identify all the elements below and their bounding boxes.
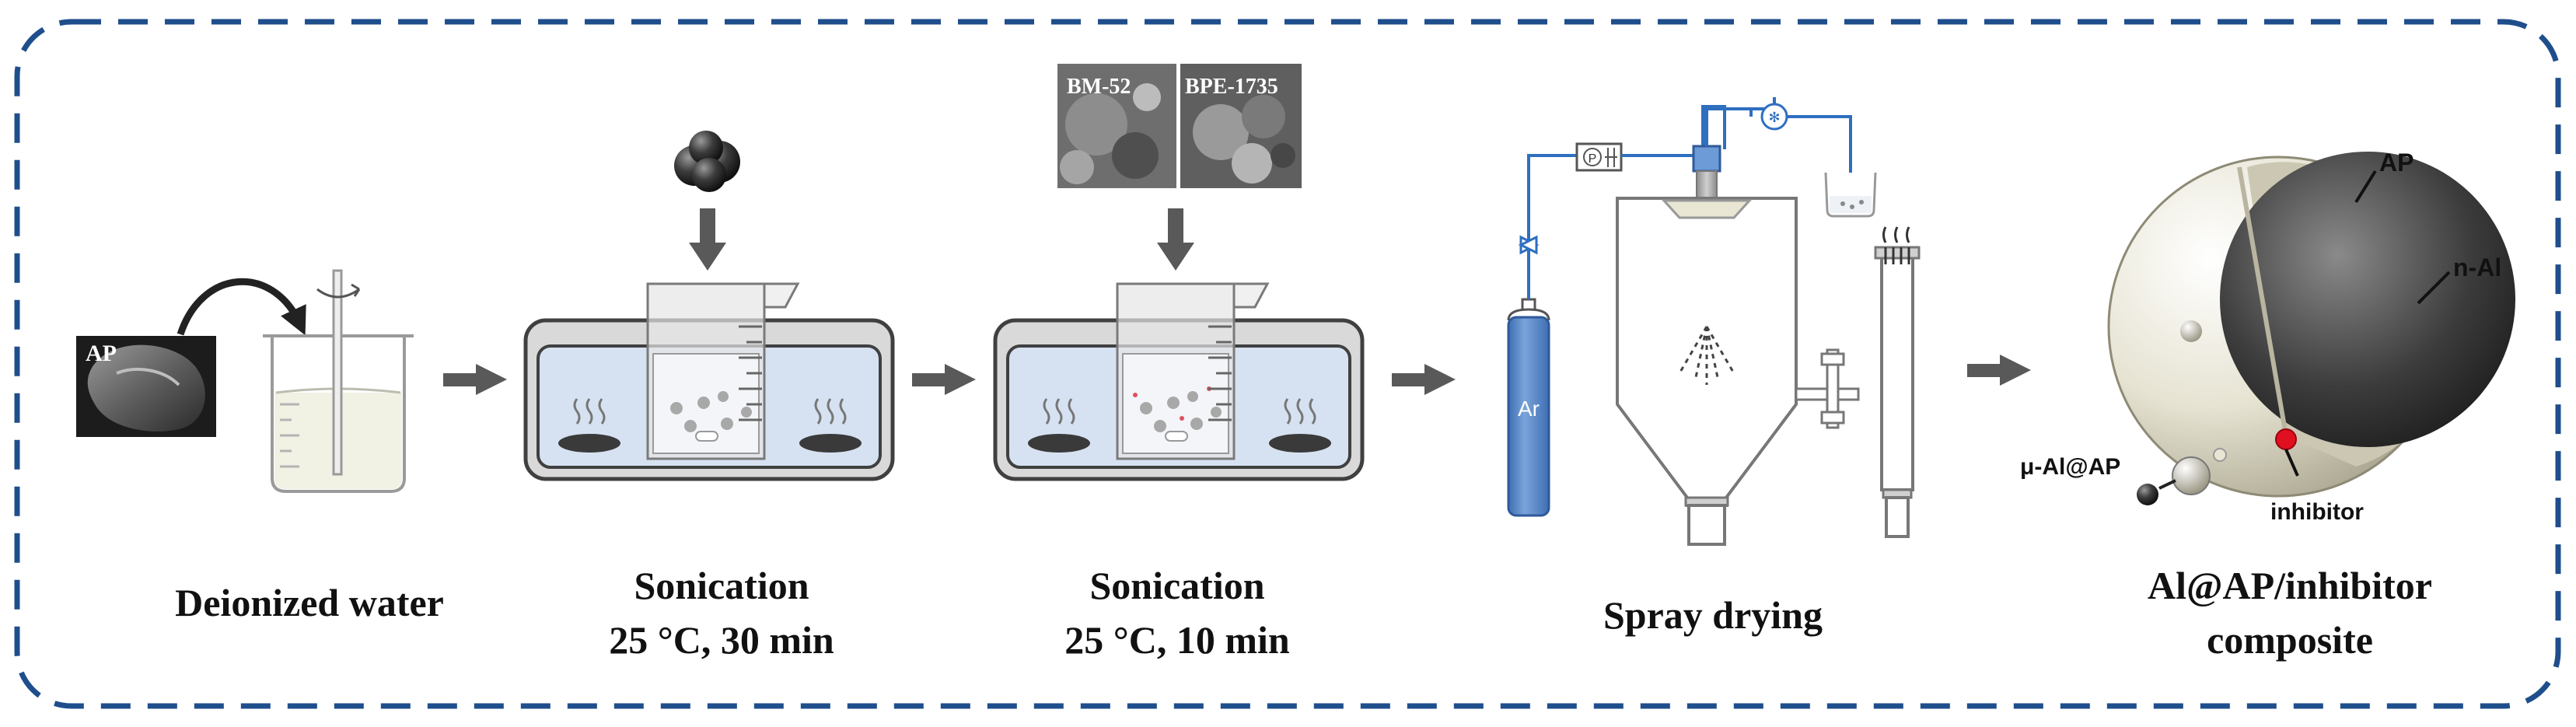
flow-arrow-3 xyxy=(1392,364,1456,395)
spray-dryer-apparatus: Ar xyxy=(1507,97,1921,546)
bm52-label: BM-52 xyxy=(1067,75,1131,99)
cylinder-label: Ar xyxy=(1518,397,1540,421)
caption-composite-title: Al@AP/inhibitor xyxy=(2148,564,2432,607)
caption-composite-subtitle: composite xyxy=(2207,618,2373,662)
flow-arrow-1 xyxy=(443,364,507,395)
caption-sonication-1-title: Sonication xyxy=(634,564,809,607)
caption-sonication-2-title: Sonication xyxy=(1089,564,1264,607)
micro-particle xyxy=(2137,456,2211,505)
sphere-label-micro-al-ap: μ-Al@AP xyxy=(2020,454,2120,480)
beaker-deionized xyxy=(263,269,414,493)
down-arrow-2 xyxy=(1157,208,1194,271)
pump-rotor-icon: ✻ xyxy=(1768,110,1780,125)
transfer-curve-arrow xyxy=(177,278,306,336)
sonication-bath-2 xyxy=(993,282,1365,481)
flow-arrow-2 xyxy=(912,364,976,395)
ap-leader xyxy=(2354,170,2377,204)
sonication-bath-1 xyxy=(523,282,895,481)
inhibitor-leader xyxy=(2284,449,2299,477)
caption-spray-drying: Spray drying xyxy=(1603,593,1823,637)
bpe1735-label: BPE-1735 xyxy=(1185,75,1278,99)
caption-sonication-1-conditions: 25 °C, 30 min xyxy=(609,618,834,662)
sphere-label-n-al: n-Al xyxy=(2453,253,2501,281)
pump-label: P xyxy=(1589,152,1597,166)
ap-sem-label: AP xyxy=(86,341,117,366)
down-arrow-1 xyxy=(689,208,726,271)
composite-sphere xyxy=(2107,152,2515,498)
dashed-frame xyxy=(14,19,2561,709)
caption-sonication-2-conditions: 25 °C, 10 min xyxy=(1064,618,1290,662)
aluminum-particles-icon xyxy=(674,131,740,192)
flow-arrow-4 xyxy=(1967,355,2031,386)
n-al-leader xyxy=(2417,271,2451,305)
sphere-label-inhibitor: inhibitor xyxy=(2270,499,2364,525)
ap-sem-inset: AP xyxy=(76,336,216,437)
caption-deionized-water: Deionized water xyxy=(175,581,444,624)
sphere-label-ap: AP xyxy=(2379,149,2413,177)
sem-inset-bm52: BM-52 xyxy=(1057,64,1176,188)
sem-inset-bpe1735: BPE-1735 xyxy=(1180,64,1302,188)
